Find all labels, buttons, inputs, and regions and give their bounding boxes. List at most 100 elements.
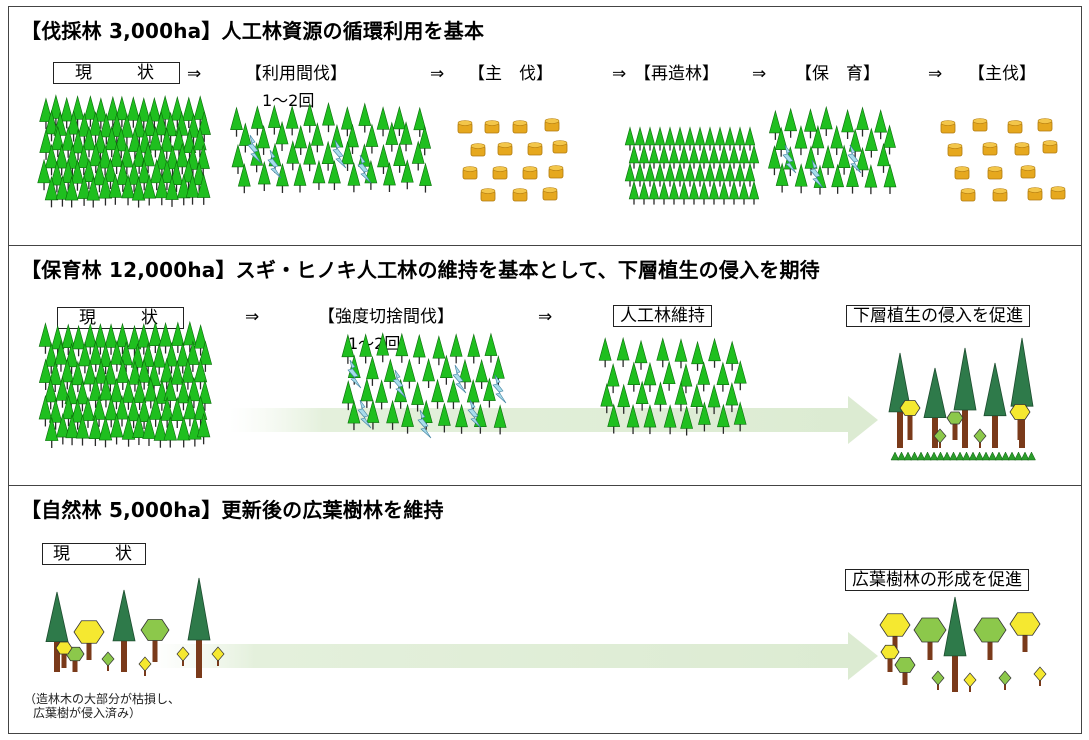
conifer-tree <box>491 355 505 386</box>
nurture-strong-thinning-label: 【強度切捨間伐】 <box>318 307 454 327</box>
conifer-tree <box>674 162 686 187</box>
conifer-tree <box>841 108 854 139</box>
conifer-tree <box>658 144 670 169</box>
conifer-tree <box>678 144 690 169</box>
conifer-tree <box>83 95 98 127</box>
conifer-tree <box>365 123 379 154</box>
conifer-tree <box>768 145 781 176</box>
broadleaf-tree <box>73 620 105 660</box>
stump-log <box>1027 187 1043 201</box>
conifer-tree <box>137 397 151 430</box>
conifer-tree <box>775 162 789 193</box>
conifer-tree <box>707 383 721 415</box>
stump-log <box>480 188 496 202</box>
conifer-tree <box>126 396 141 429</box>
conifer-tree <box>716 403 730 434</box>
conifer-tree <box>431 378 444 409</box>
lightning-symbol <box>782 144 797 174</box>
small-broadleaf <box>963 672 977 692</box>
conifer-tree <box>285 105 299 136</box>
understory-plant <box>968 451 978 461</box>
stump-log <box>1037 118 1053 132</box>
conifer-tree <box>419 162 432 193</box>
conifer-tree <box>748 144 760 169</box>
understory-plant <box>890 451 900 461</box>
conifer-tree <box>846 163 859 194</box>
stump-log <box>1014 142 1030 156</box>
harvest-current-label: 現 状 <box>53 62 180 84</box>
conifer-tree <box>403 358 416 389</box>
conifer-tree <box>44 377 58 410</box>
conifer-tree <box>183 320 197 353</box>
conifer-tree <box>643 403 657 435</box>
harvest-final-cut2-label: 【主伐】 <box>968 64 1036 84</box>
conifer-tree <box>110 112 124 144</box>
conifer-tree <box>77 143 91 176</box>
conifer-tree <box>883 124 896 155</box>
conifer-tree <box>413 106 427 137</box>
conifer-tree <box>49 94 63 126</box>
conifer-tree <box>89 141 103 174</box>
conifer-tree <box>37 158 51 191</box>
broadleaf-tree <box>913 617 947 660</box>
conifer-tree <box>276 162 289 193</box>
conifer-tree <box>257 124 270 155</box>
conifer-tree <box>165 144 180 177</box>
conifer-tree <box>864 127 878 158</box>
conifer-tree <box>688 180 700 205</box>
conifer-tree <box>176 378 191 411</box>
conifer-tree <box>82 157 96 190</box>
conifer-tree <box>627 361 641 392</box>
natural-current-label: 現 状 <box>42 543 146 565</box>
conifer-tree <box>418 125 432 156</box>
stump-log <box>982 142 998 156</box>
conifer-tree <box>697 361 711 392</box>
conifer-tree <box>64 175 79 208</box>
understory-plant <box>1014 451 1023 461</box>
conifer-tree <box>644 162 656 187</box>
understory-plant <box>1007 451 1017 461</box>
conifer-tree <box>811 124 825 156</box>
conifer-tree <box>383 358 397 389</box>
conifer-tree <box>103 157 118 189</box>
conifer-tree <box>155 173 169 206</box>
conifer-tree <box>694 126 706 151</box>
conifer-tree <box>121 173 135 206</box>
conifer-tree <box>193 125 207 158</box>
small-broadleaf <box>933 428 947 448</box>
conifer-tree <box>56 412 70 445</box>
conifer-tree <box>275 120 289 151</box>
nurture-current-label: 現 状 <box>57 307 184 329</box>
natural-heading: 【自然林 5,000ha】更新後の広葉樹林を維持 <box>21 498 444 522</box>
conifer-tree <box>132 378 147 410</box>
conifer-tree <box>648 180 660 205</box>
broadleaf-tree <box>973 617 1007 660</box>
conifer-tree <box>169 160 184 193</box>
conifer-tree <box>714 162 726 187</box>
conifer-tree <box>109 412 124 445</box>
conifer-tree <box>198 340 213 372</box>
conifer-tree <box>250 105 264 136</box>
conifer-tree <box>148 321 163 354</box>
arrow-2: ⇒ <box>430 64 445 84</box>
conifer-tree <box>132 142 146 174</box>
conifer-tree <box>61 323 75 356</box>
lightning-symbol <box>847 144 862 174</box>
conifer-tree <box>92 160 107 193</box>
conifer-tree <box>38 322 53 354</box>
conifer-tree <box>600 383 614 414</box>
conifer-tree <box>127 324 142 357</box>
conifer-tree <box>725 381 739 413</box>
conifer-tree <box>109 377 124 410</box>
small-broadleaf <box>931 670 945 690</box>
understory-plant <box>1020 451 1030 461</box>
conifer-tree <box>663 404 677 435</box>
lightning-symbol <box>392 369 407 399</box>
conifer-tree <box>774 126 788 157</box>
conifer-tree <box>44 143 59 176</box>
conifer-tree <box>830 124 844 156</box>
conifer-tree <box>483 377 496 408</box>
understory-plant <box>929 451 939 461</box>
conifer-tree <box>65 413 79 446</box>
conifer-tree <box>303 141 317 172</box>
